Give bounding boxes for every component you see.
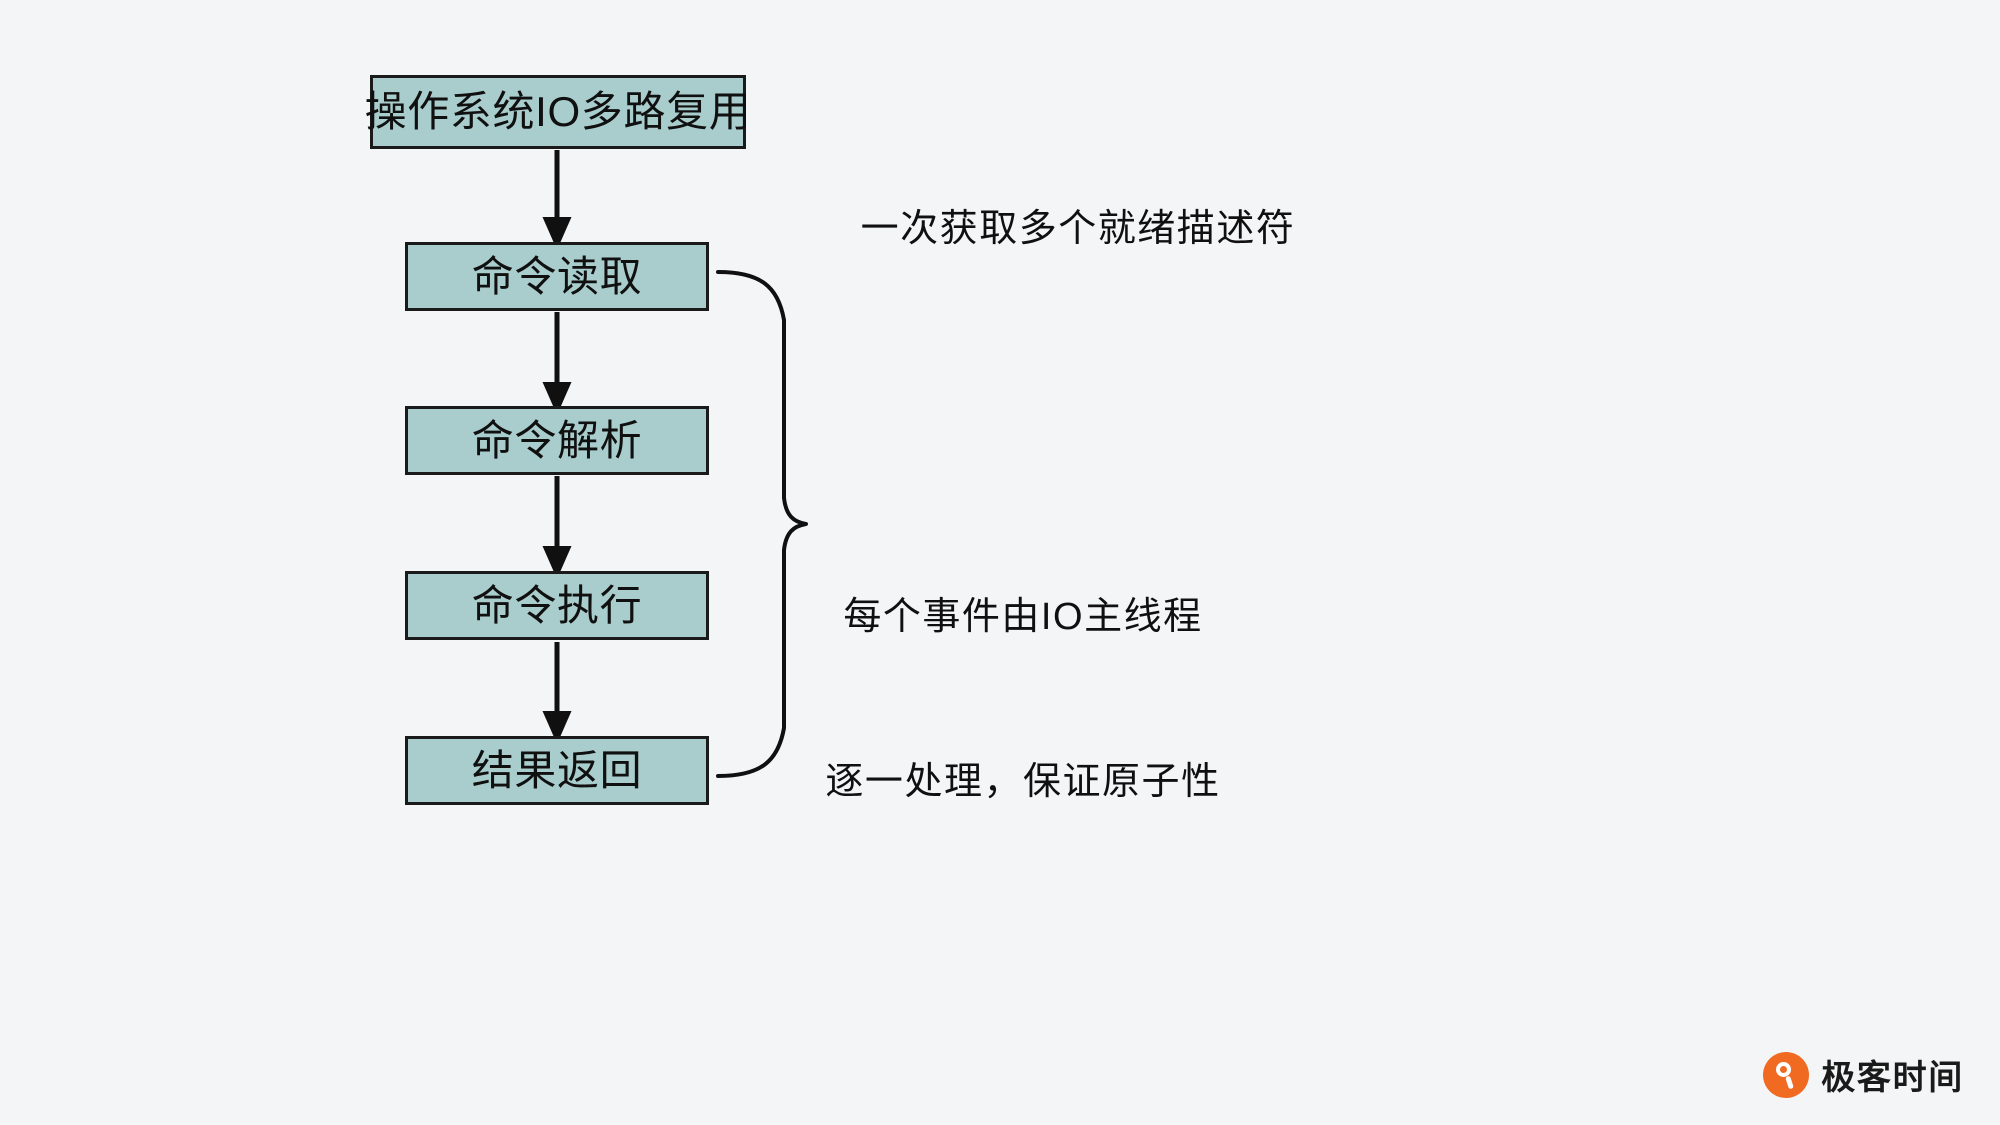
node-label: 命令执行 (471, 581, 643, 629)
brand-logo: 极客时间 (1763, 1050, 1964, 1099)
annotation-top-text: 一次获取多个就绪描述符 (861, 92, 1296, 367)
grouping-brace (716, 270, 808, 778)
node-result-return[interactable]: 结果返回 (405, 736, 709, 805)
annotation-brace-text: 每个事件由IO主线程 逐一处理，保证原子性 (825, 480, 1220, 921)
node-label: 结果返回 (471, 746, 643, 794)
annotation-line: 逐一处理，保证原子性 (825, 761, 1221, 804)
node-label: 操作系统IO多路复用 (364, 88, 752, 135)
node-label: 命令读取 (471, 252, 643, 300)
annotation-line: 一次获取多个就绪描述符 (860, 208, 1296, 251)
node-label: 命令解析 (471, 416, 643, 464)
node-command-read[interactable]: 命令读取 (405, 242, 709, 311)
node-os-io-multiplexing[interactable]: 操作系统IO多路复用 (365, 75, 751, 149)
node-command-parse[interactable]: 命令解析 (405, 406, 709, 475)
brand-name: 极客时间 (1821, 1059, 1964, 1097)
geekbang-logo-icon (1763, 1051, 1810, 1098)
node-command-execute[interactable]: 命令执行 (405, 571, 709, 640)
annotation-line: 每个事件由IO主线程 (843, 596, 1203, 639)
